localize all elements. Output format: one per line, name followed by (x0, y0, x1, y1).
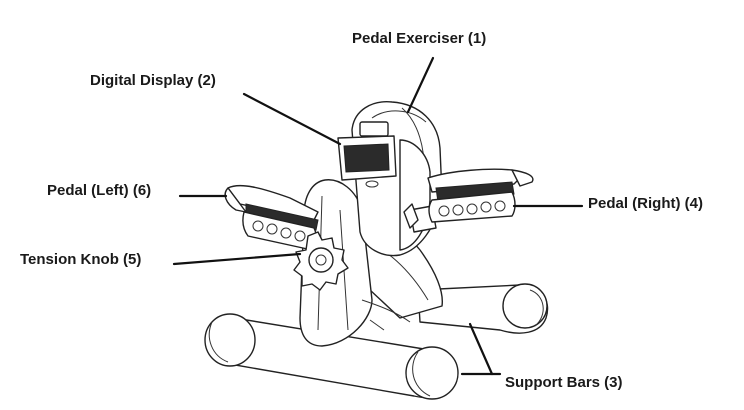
label-pedal-exerciser: Pedal Exerciser (1) (352, 30, 487, 47)
label-support-bars: Support Bars (3) (505, 374, 623, 391)
pedal-left-illustration (224, 184, 319, 251)
leader-pedal-exerciser (406, 56, 435, 114)
label-digital-display: Digital Display (2) (90, 72, 216, 89)
rear-support-bar (417, 283, 549, 334)
label-tension-knob: Tension Knob (5) (20, 251, 142, 268)
leader-lines (172, 56, 584, 376)
leader-digital-display (242, 92, 342, 146)
leader-support-bars-rear (468, 322, 494, 376)
right-crank (403, 203, 437, 233)
front-support-bar (204, 313, 459, 400)
digital-display (337, 121, 397, 188)
pedal-right-illustration (427, 168, 534, 223)
leader-tension-knob (172, 252, 302, 266)
label-pedal-right: Pedal (Right) (4) (588, 195, 703, 212)
label-pedal-left: Pedal (Left) (6) (47, 182, 152, 199)
tension-knob-illustration (293, 231, 349, 291)
